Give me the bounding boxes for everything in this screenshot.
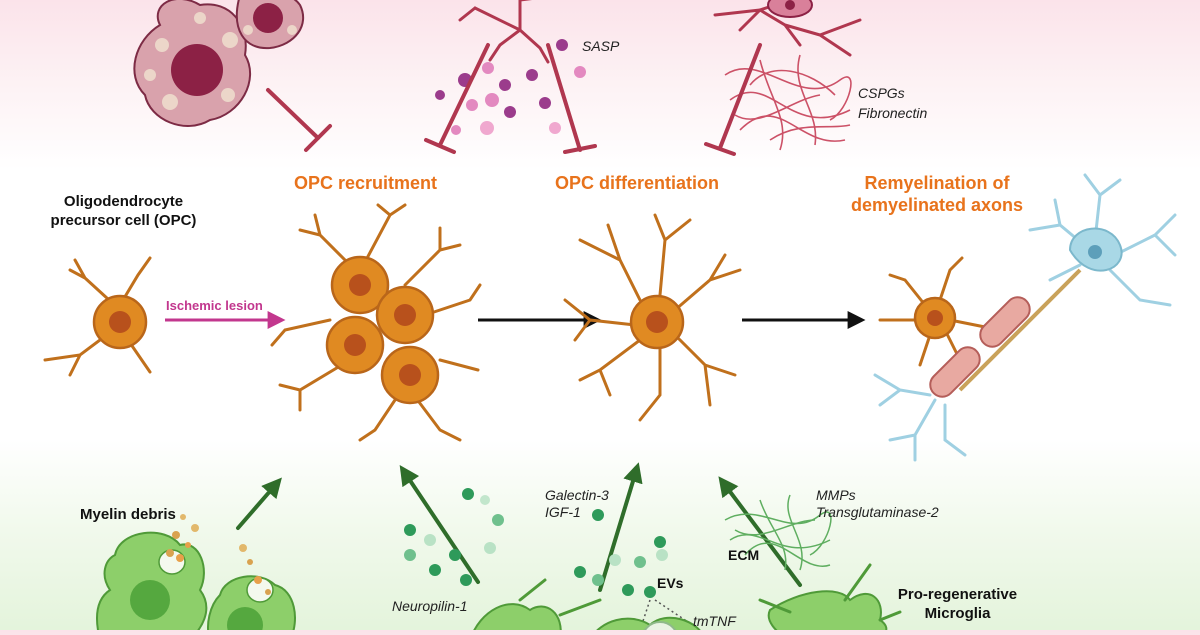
- promote-arrows: [236, 462, 802, 592]
- transglutaminase-label: Transglutaminase-2: [816, 504, 939, 520]
- myelin-sheaths: [929, 296, 1031, 398]
- mmps-label: MMPs: [816, 487, 856, 503]
- opc-cell: [43, 256, 152, 377]
- neuron: [958, 173, 1177, 392]
- neuropilin-label: Neuropilin-1: [392, 598, 468, 614]
- ecm-label: ECM: [728, 547, 760, 563]
- remyelination-label: Remyelination of demyelinated axons: [850, 173, 1024, 215]
- senescent-astrocyte: [458, 0, 550, 64]
- ev-particles: [574, 509, 701, 631]
- ischemic-lesion-label: Ischemic lesion: [166, 298, 263, 313]
- recruitment-label: OPC recruitment: [293, 173, 438, 193]
- fibronectin-label: Fibronectin: [858, 105, 928, 121]
- galectin-label: Galectin-3: [545, 487, 609, 503]
- sasp-label: SASP: [582, 38, 620, 54]
- remyelinating-oligodendrocyte: [878, 256, 1002, 367]
- inhibit-arrows: [266, 43, 762, 156]
- igf-label: IGF-1: [545, 504, 581, 520]
- myelin-debris-label: Myelin debris: [80, 506, 176, 523]
- senescent-cells: [133, 0, 305, 127]
- differentiation-label: OPC differentiation: [554, 173, 719, 193]
- phagocytic-microglia: [96, 531, 296, 635]
- evs-label: EVs: [657, 575, 684, 591]
- myelin-debris-particles: [166, 514, 271, 595]
- pro-regenerative-microglia-cells: [471, 563, 902, 635]
- tmtnf-label: tmTNF: [693, 613, 736, 629]
- cspgs-label: CSPGs: [858, 85, 905, 101]
- ecm-mesh: [724, 494, 832, 571]
- opc-label: Oligodendrocyte precursor cell (OPC): [50, 193, 197, 229]
- axon-terminals: [873, 373, 967, 462]
- opc-cluster: [270, 203, 482, 442]
- neuropilin-particles: [404, 488, 504, 586]
- reactive-astrocyte: [713, 0, 862, 57]
- microglia-label: Pro-regenerative Microglia: [897, 586, 1018, 622]
- differentiating-opc: [563, 213, 742, 422]
- sasp-particles: [435, 39, 586, 135]
- cspg-fibronectin-mesh: [724, 54, 852, 151]
